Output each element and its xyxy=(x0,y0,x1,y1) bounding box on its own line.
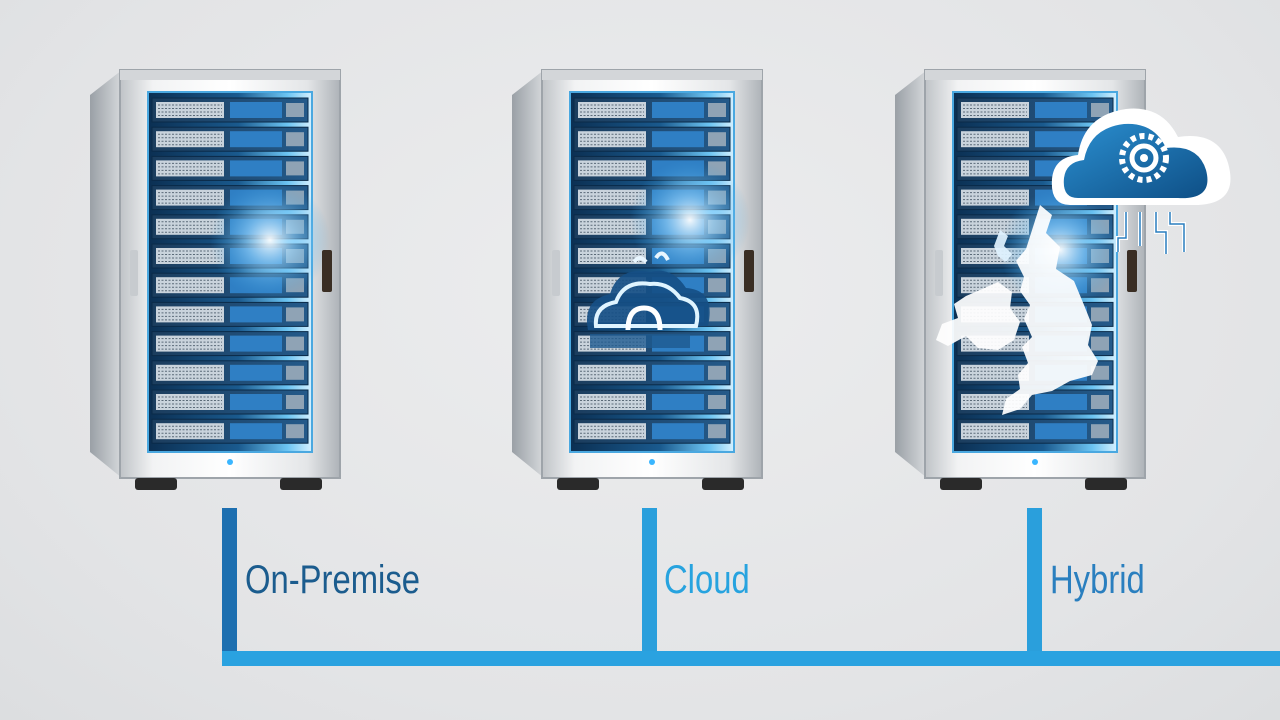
label-on-premise: On-Premise xyxy=(245,558,420,602)
connector-on-premise xyxy=(222,508,237,666)
map-icon xyxy=(936,205,1098,415)
rack-on-premise xyxy=(90,69,341,490)
label-hybrid: Hybrid xyxy=(1050,558,1145,602)
cloud-emblem-icon xyxy=(586,251,710,348)
cloud-gear-icon xyxy=(1051,108,1231,254)
label-cloud: Cloud xyxy=(664,558,750,602)
connector-hybrid xyxy=(1027,508,1042,666)
connector-baseline xyxy=(222,651,1280,666)
connector-cloud xyxy=(642,508,657,666)
connector-lines xyxy=(222,508,1280,666)
